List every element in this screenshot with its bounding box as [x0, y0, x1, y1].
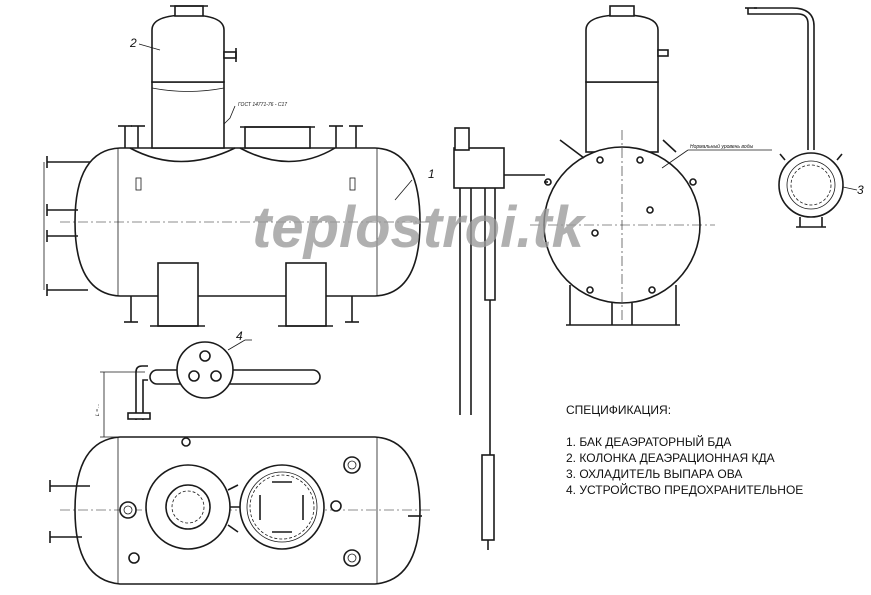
spec-item-4: 4. УСТРОЙСТВО ПРЕДОХРАНИТЕЛЬНОЕ: [566, 483, 804, 497]
plan-view: [49, 339, 430, 585]
side-view: [453, 5, 772, 550]
spec-title: СПЕЦИФИКАЦИЯ:: [566, 403, 672, 417]
gost-label: ГОСТ 14771-76 - С17: [238, 102, 287, 108]
vent-cooler-view: [745, 7, 858, 228]
callout-3: 3: [857, 183, 864, 197]
callout-4: 4: [236, 329, 243, 343]
spec-item-3: 3. ОХЛАДИТЕЛЬ ВЫПАРА ОВА: [566, 467, 743, 481]
spec-item-2: 2. КОЛОНКА ДЕАЭРАЦИОННАЯ КДА: [566, 451, 775, 465]
front-view: [43, 5, 430, 327]
callout-2: 2: [129, 36, 137, 50]
spec-item-1: 1. БАК ДЕАЭРАТОРНЫЙ БДА: [566, 435, 732, 449]
watermark: teplostroi.tk: [252, 195, 587, 260]
dimension-label: L = ...: [95, 403, 101, 416]
specification-block: СПЕЦИФИКАЦИЯ: 1. БАК ДЕАЭРАТОРНЫЙ БДА 2.…: [566, 402, 866, 498]
water-level-label: Нормальный уровень воды: [690, 143, 753, 150]
callout-1: 1: [428, 167, 435, 181]
